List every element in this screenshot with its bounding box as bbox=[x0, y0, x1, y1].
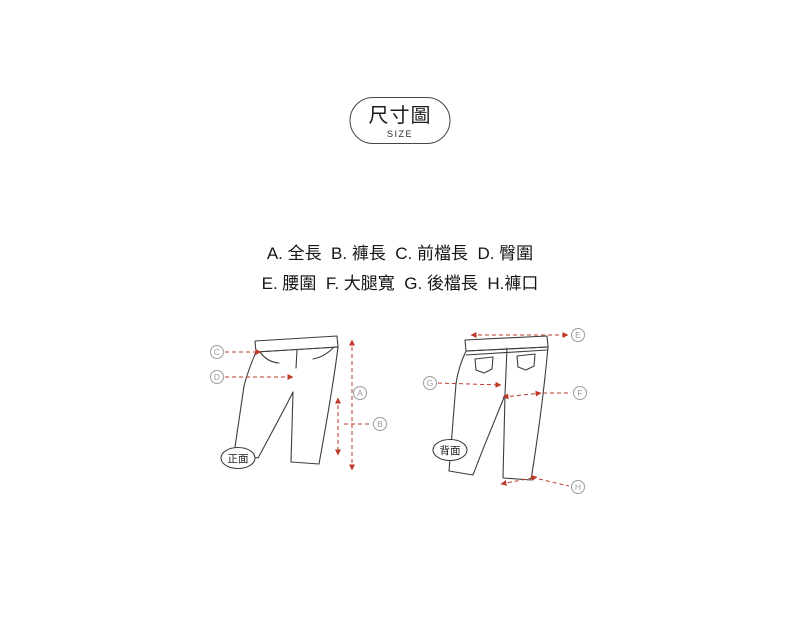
front-measure-lines bbox=[225, 339, 372, 471]
legend-line-1: A. 全長 B. 褲長 C. 前檔長 D. 臀圍 bbox=[266, 244, 534, 263]
pants-front-fly-seam bbox=[295, 349, 298, 369]
pants-front-waistband bbox=[254, 335, 339, 353]
marker-b: B bbox=[373, 417, 387, 431]
marker-c: C bbox=[210, 345, 224, 359]
measure-line-h bbox=[500, 475, 538, 486]
marker-h-letter: H bbox=[575, 482, 581, 492]
pants-front-right-pocket bbox=[312, 347, 334, 360]
marker-b-letter: B bbox=[377, 419, 383, 429]
marker-e-circle bbox=[571, 328, 585, 342]
marker-c-circle bbox=[210, 345, 224, 359]
back-measure-lines bbox=[437, 332, 571, 487]
back-markers: E G F H bbox=[423, 328, 587, 494]
pants-back-center-seam bbox=[504, 347, 508, 396]
measurement-legend: A. 全長 B. 褲長 C. 前檔長 D. 臀圍 E. 腰圍 F. 大腿寬 G.… bbox=[0, 239, 800, 299]
size-badge: 尺寸圖 SIZE bbox=[349, 97, 451, 144]
front-view-diagram: C D A B 正面 bbox=[210, 335, 387, 471]
pants-front-body bbox=[233, 346, 339, 465]
marker-b-circle bbox=[373, 417, 387, 431]
marker-h-circle bbox=[571, 480, 585, 494]
front-view-label: 正面 bbox=[220, 446, 256, 470]
badge-subtitle: SIZE bbox=[386, 129, 413, 139]
marker-a: A bbox=[353, 386, 367, 400]
marker-f-letter: F bbox=[577, 388, 582, 398]
front-markers: C D A B bbox=[210, 345, 387, 431]
marker-e-letter: E bbox=[575, 330, 581, 340]
marker-d-letter: D bbox=[214, 372, 220, 382]
pants-back-left-pocket bbox=[474, 356, 494, 374]
back-view-label-text: 背面 bbox=[440, 444, 461, 457]
pants-back-right-pocket bbox=[516, 353, 536, 371]
measure-connector-h bbox=[538, 478, 570, 487]
marker-e: E bbox=[571, 328, 585, 342]
marker-a-circle bbox=[353, 386, 367, 400]
pants-front-drawing bbox=[233, 335, 339, 465]
pants-back-drawing bbox=[448, 335, 549, 481]
pants-back-body bbox=[448, 346, 549, 481]
back-view-label: 背面 bbox=[432, 438, 468, 462]
marker-f-circle bbox=[573, 386, 587, 400]
marker-d: D bbox=[210, 370, 224, 384]
marker-g: G bbox=[423, 376, 437, 390]
marker-g-circle bbox=[423, 376, 437, 390]
front-view-label-oval bbox=[220, 446, 256, 470]
front-view-label-text: 正面 bbox=[228, 453, 249, 465]
marker-g-letter: G bbox=[427, 378, 434, 388]
measure-line-f bbox=[502, 390, 542, 400]
marker-f: F bbox=[573, 386, 587, 400]
back-view-label-oval bbox=[432, 438, 468, 462]
badge-title: 尺寸圖 bbox=[368, 105, 432, 127]
marker-d-circle bbox=[210, 370, 224, 384]
pants-front-left-pocket bbox=[259, 351, 280, 364]
measure-line-g bbox=[437, 381, 502, 388]
legend-line-2: E. 腰圍 F. 大腿寬 G. 後檔長 H.褲口 bbox=[261, 274, 539, 293]
marker-a-letter: A bbox=[357, 388, 363, 398]
marker-h: H bbox=[571, 480, 585, 494]
back-view-diagram: E G F H 背面 bbox=[423, 328, 587, 494]
marker-c-letter: C bbox=[214, 347, 220, 357]
